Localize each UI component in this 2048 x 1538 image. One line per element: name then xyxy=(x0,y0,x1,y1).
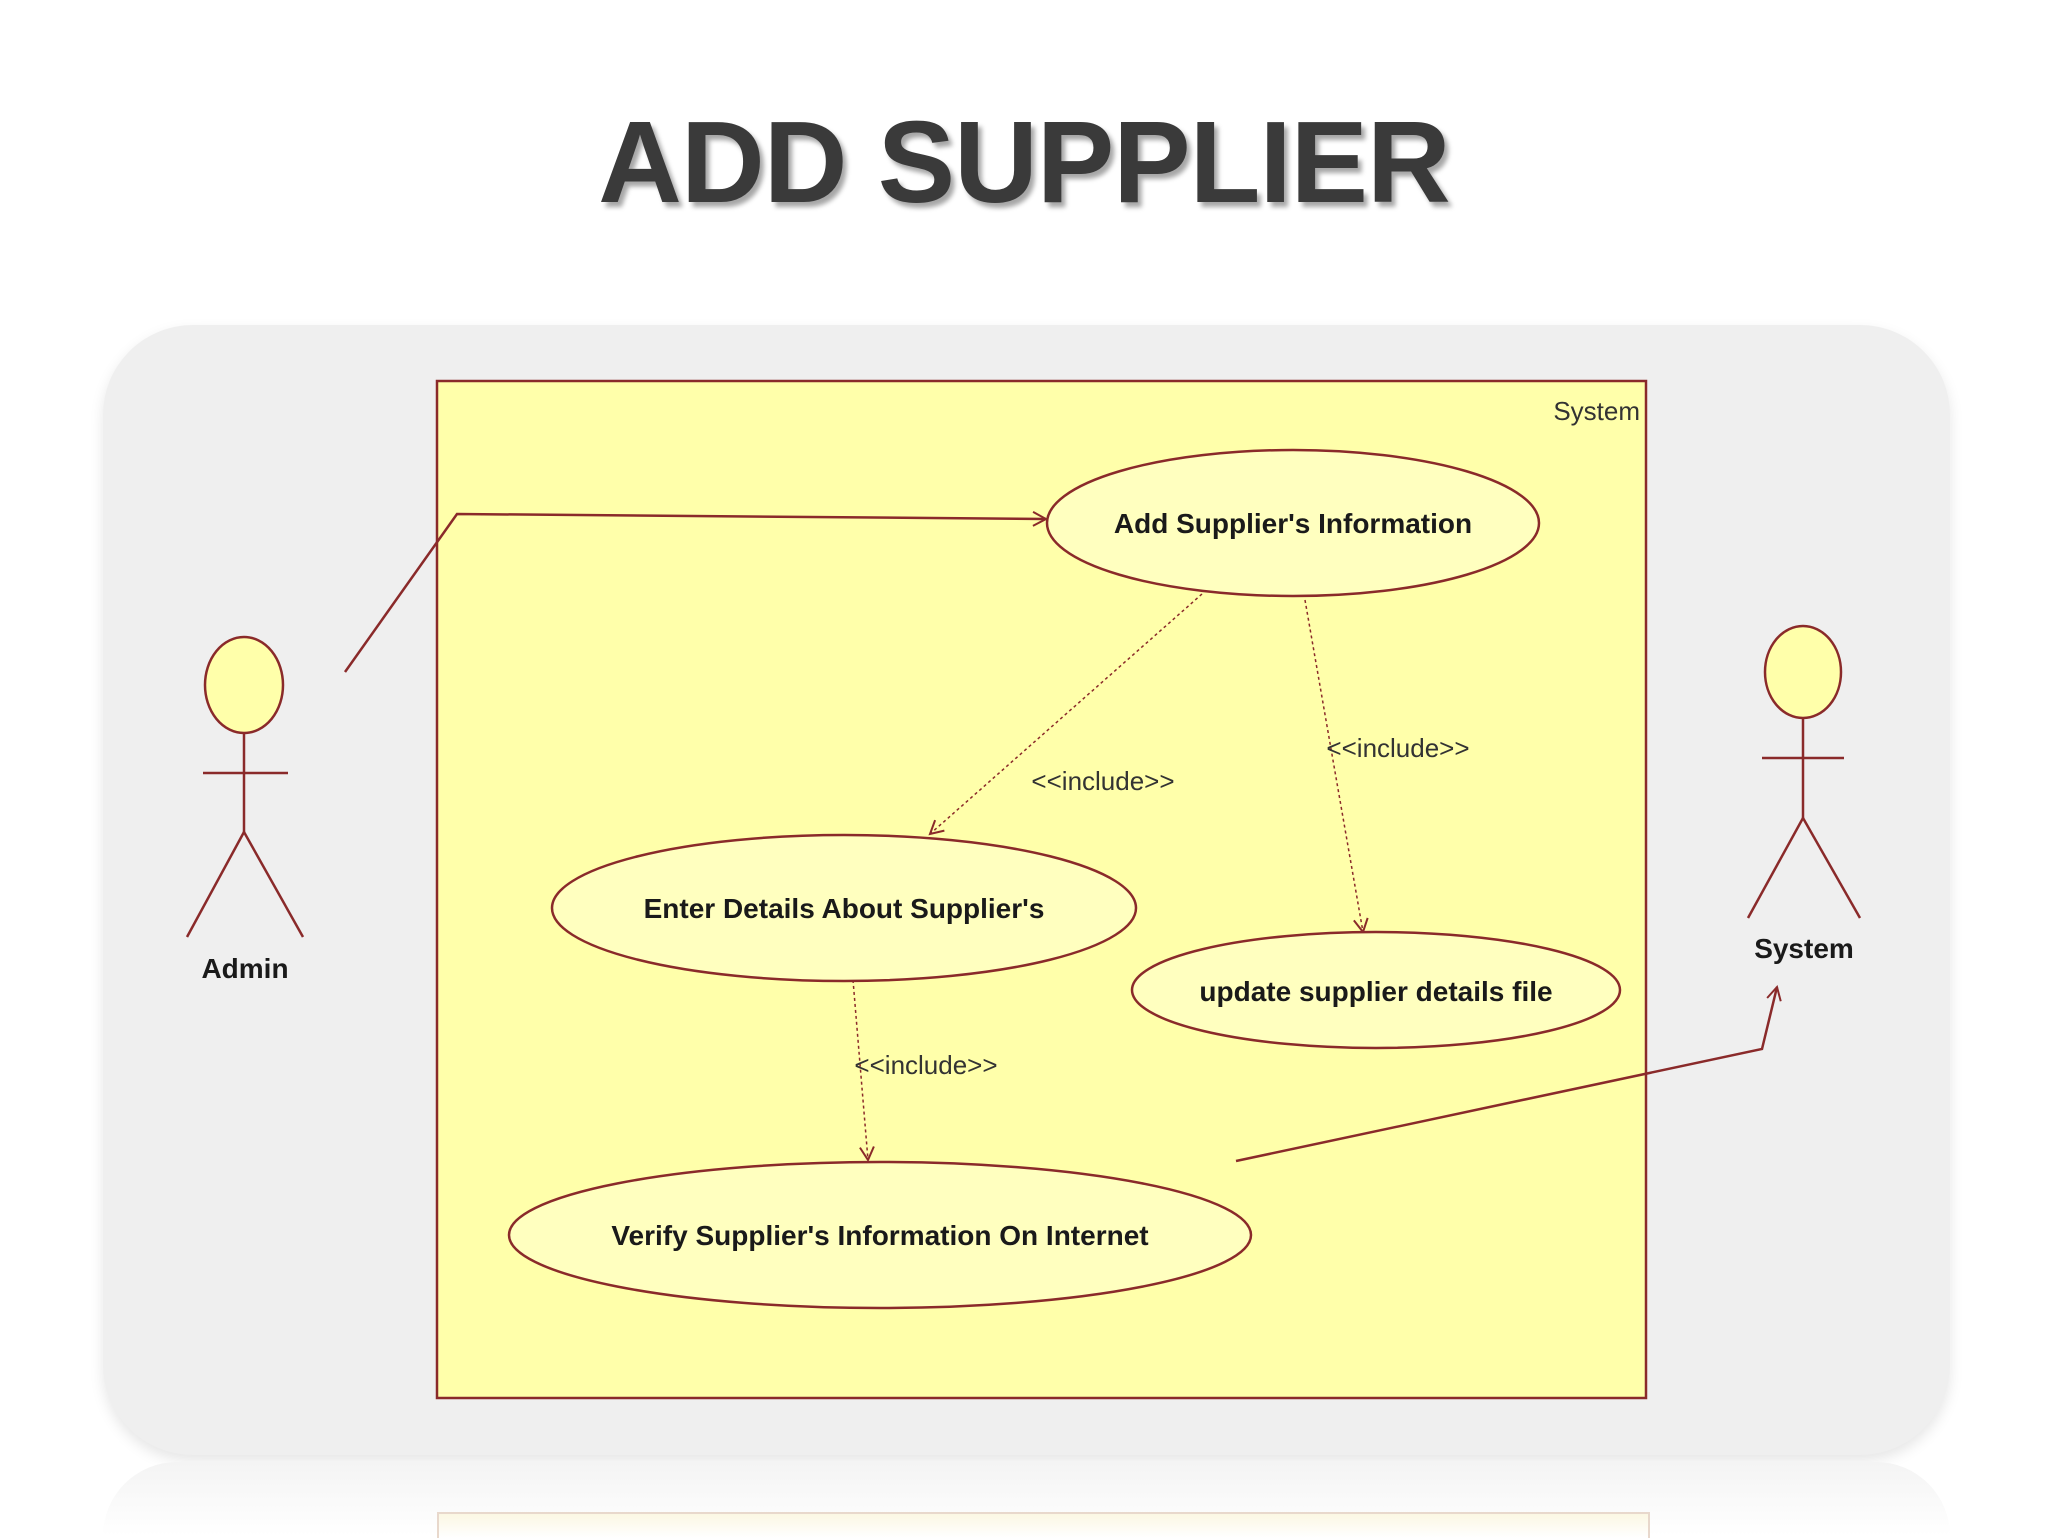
include-label-add-to-enter: <<include>> xyxy=(1031,766,1174,796)
use-case-label: Add Supplier's Information xyxy=(1114,508,1472,539)
include-edge-add-to-enter xyxy=(930,593,1203,834)
use-case-label: Enter Details About Supplier's xyxy=(644,893,1045,924)
slide-title: ADD SUPPLIER xyxy=(598,97,1451,227)
include-edge-enter-to-verify xyxy=(852,979,868,1160)
use-case-verify-info[interactable]: Verify Supplier's Information On Interne… xyxy=(507,1160,1253,1310)
use-case-enter-details[interactable]: Enter Details About Supplier's xyxy=(550,833,1138,983)
use-case-label: update supplier details file xyxy=(1199,976,1552,1007)
include-label-enter-to-verify: <<include>> xyxy=(854,1050,997,1080)
actor-head-icon xyxy=(203,635,285,735)
use-case-add-supplier-info[interactable]: Add Supplier's Information xyxy=(1045,448,1541,598)
actor-system[interactable]: System xyxy=(1746,624,1862,964)
actor-head-icon xyxy=(1763,624,1843,720)
actor-admin[interactable]: Admin xyxy=(185,635,305,984)
system-boundary-label: System xyxy=(1553,396,1640,426)
association-verify-system xyxy=(1235,987,1777,1163)
association-admin-add xyxy=(343,514,1046,673)
include-edge-add-to-update xyxy=(1304,599,1363,932)
use-case-label: Verify Supplier's Information On Interne… xyxy=(611,1220,1148,1251)
boundary-reflection xyxy=(437,1512,1650,1538)
include-label-add-to-update: <<include>> xyxy=(1326,733,1469,763)
use-case-update-details-file[interactable]: update supplier details file xyxy=(1130,930,1622,1050)
actor-label: Admin xyxy=(201,953,288,984)
actor-label: System xyxy=(1754,933,1854,964)
